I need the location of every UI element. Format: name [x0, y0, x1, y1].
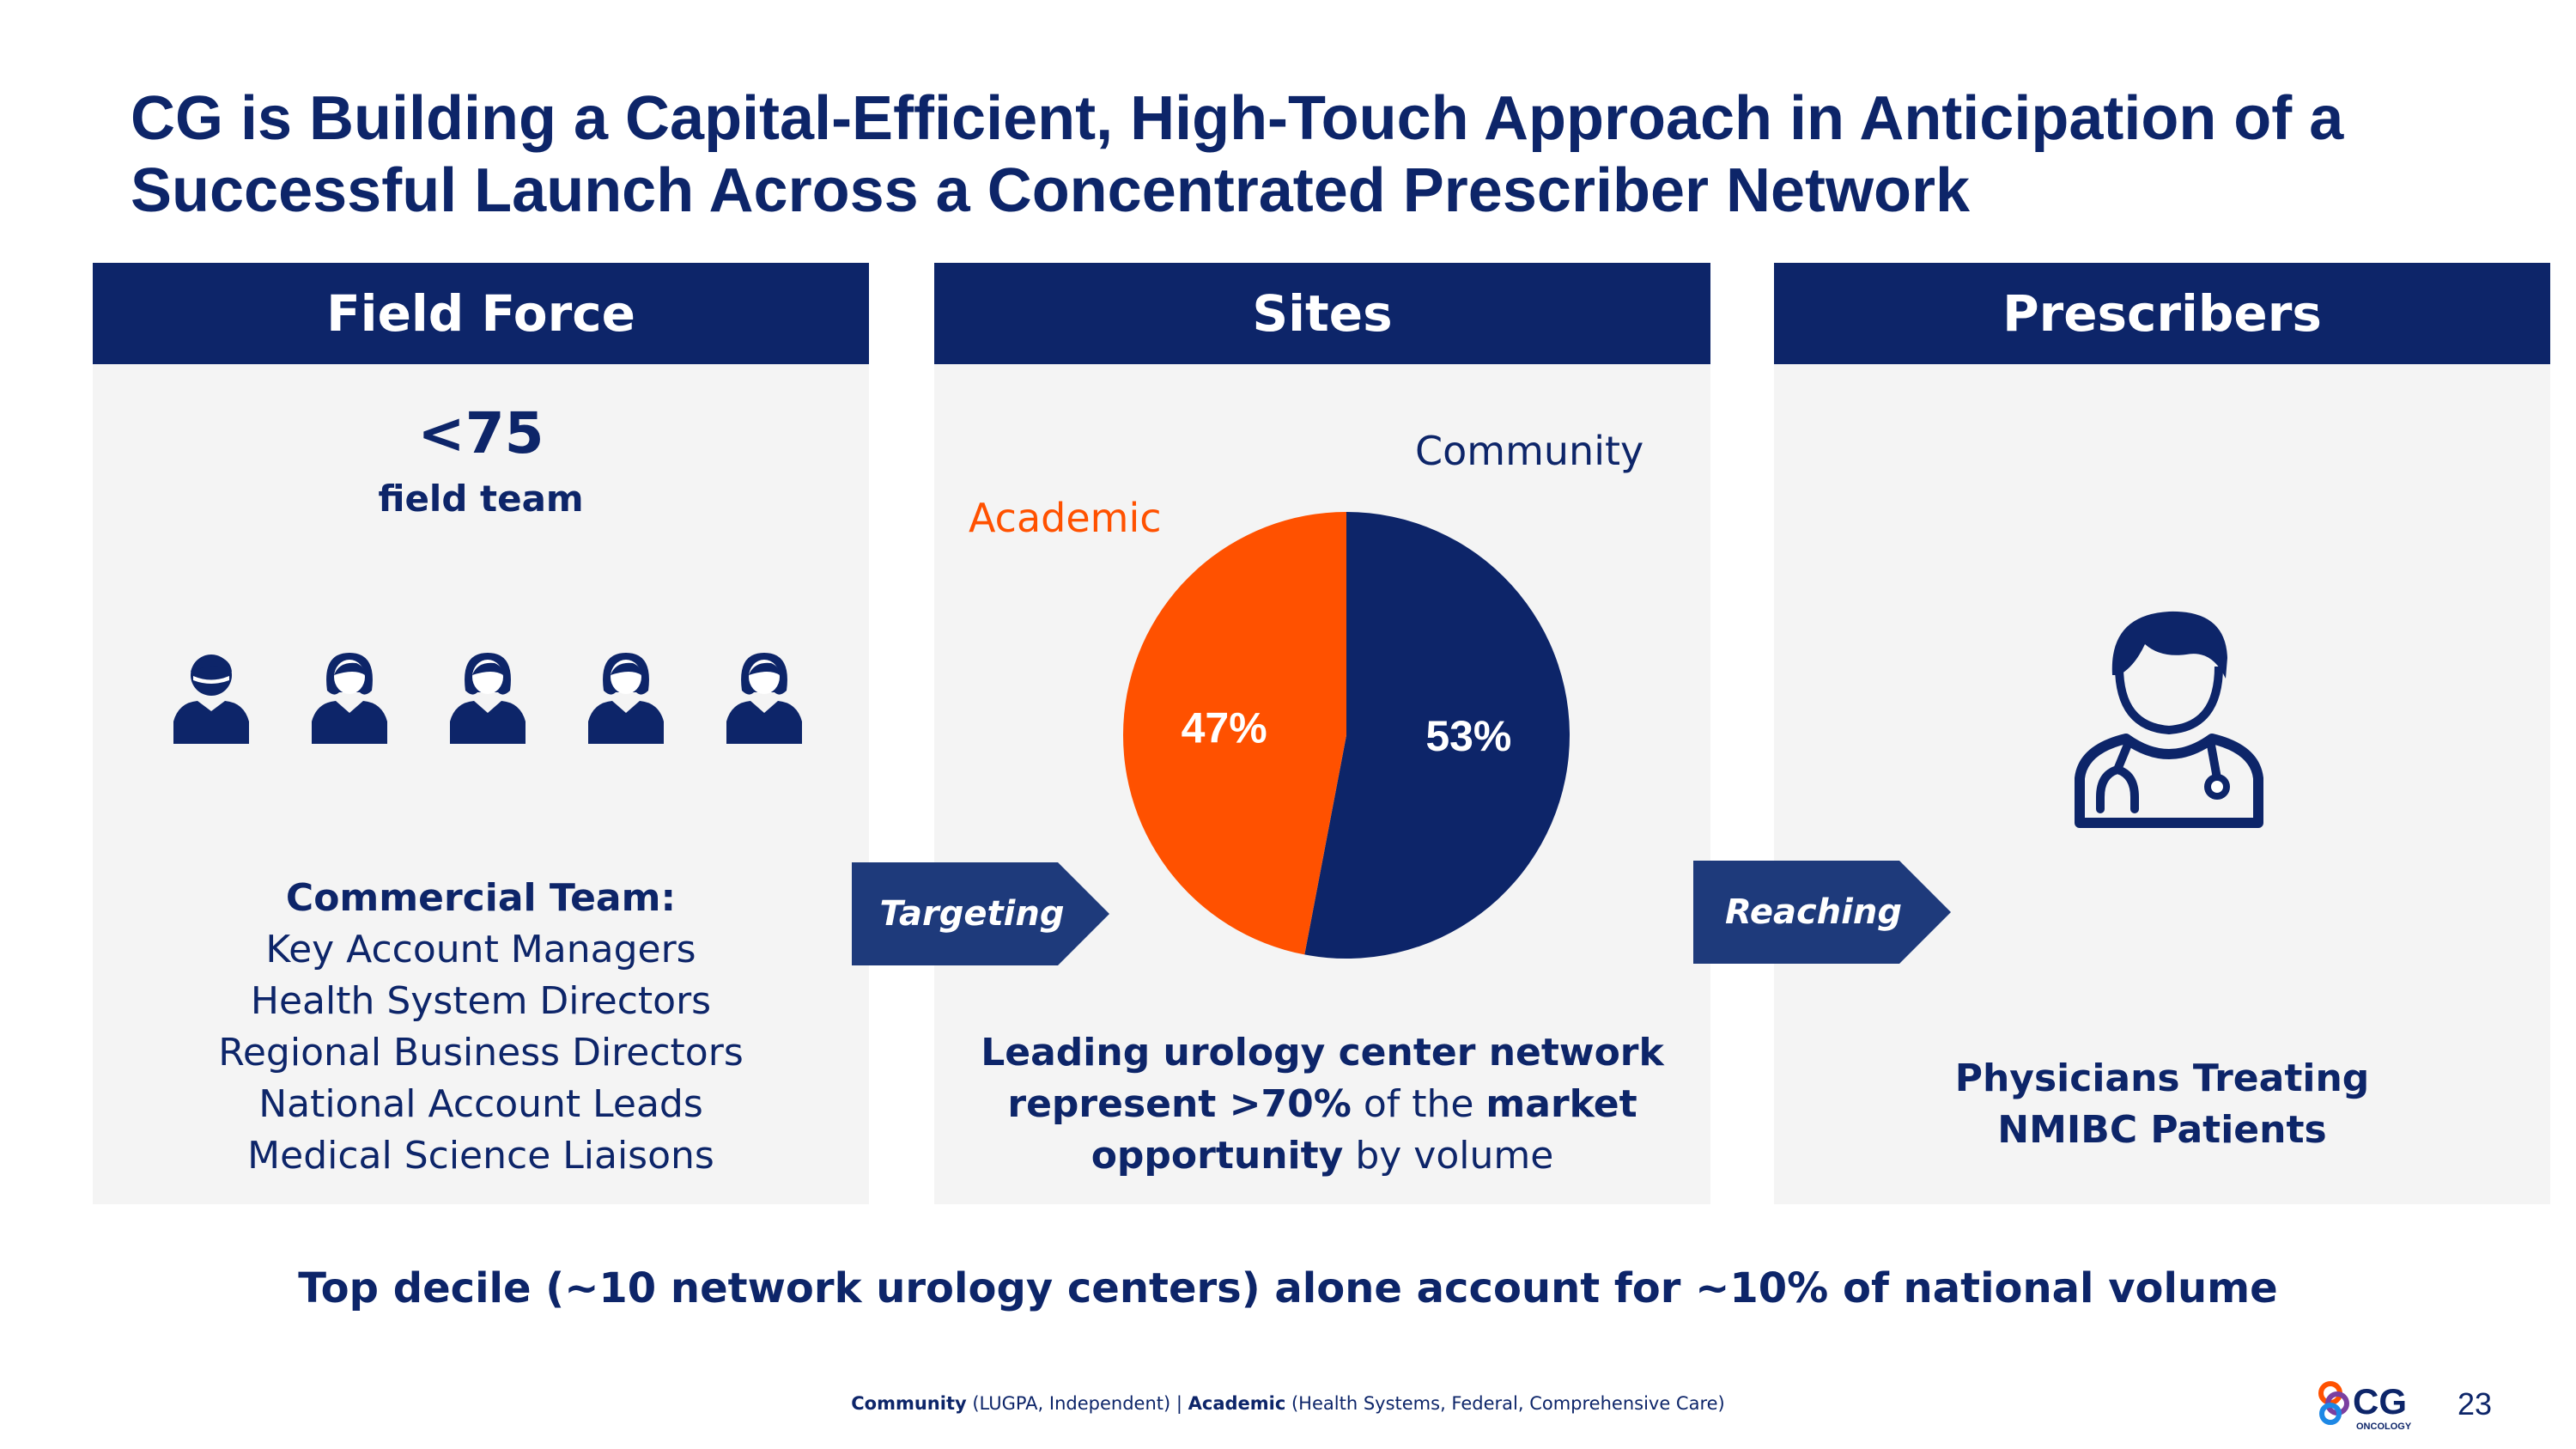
prescribers-line-2: NMIBC Patients [1997, 1108, 2327, 1152]
pie-value-label-academic: 47% [1182, 703, 1267, 752]
targeting-arrow: Targeting [852, 862, 1109, 965]
pie-chart-svg: 53% 47% [1122, 512, 1570, 959]
targeting-label: Targeting [879, 894, 1065, 934]
sites-text-part2: represent >70% [1007, 1082, 1352, 1126]
field-force-panel: Field Force <75 field team [93, 263, 869, 1204]
arrow-shape-icon [1693, 861, 1951, 964]
title-line-1: CG is Building a Capital-Efficient, High… [131, 84, 2344, 153]
prescribers-panel: Prescribers Physicians Treating NMIBC Pa… [1774, 263, 2550, 1204]
role-item: Health System Directors [250, 979, 712, 1023]
role-item: Regional Business Directors [218, 1031, 744, 1075]
prescribers-line-1: Physicians Treating [1954, 1056, 2370, 1100]
arrow-shape-icon [852, 862, 1109, 965]
bottom-note: Top decile (~10 network urology centers)… [298, 1264, 2278, 1312]
sites-text-part1: Leading urology center network [981, 1031, 1664, 1075]
role-item: Key Account Managers [265, 928, 696, 971]
field-team-label: field team [378, 478, 584, 520]
footer-community-label: Community [851, 1393, 967, 1414]
reaching-arrow: Reaching [1693, 861, 1951, 964]
slide-title: CG is Building a Capital-Efficient, High… [131, 82, 2535, 227]
footer-community-detail: (LUGPA, Independent) | [966, 1393, 1188, 1414]
sites-pie-chart: 53% 47% [1089, 478, 1604, 993]
sites-text-part4: market [1485, 1082, 1637, 1126]
reaching-label: Reaching [1725, 892, 1902, 932]
sites-panel: Sites 53% 47% Leading urology center netw… [934, 263, 1710, 1204]
logo-subtext: ONCOLOGY [2356, 1422, 2412, 1432]
footer-academic-detail: (Health Systems, Federal, Comprehensive … [1285, 1393, 1725, 1414]
commercial-team-list: Commercial Team: Key Account Managers He… [93, 873, 869, 1182]
cg-oncology-logo: CG ONCOLOGY [2318, 1374, 2430, 1434]
sites-header: Sites [934, 263, 1710, 364]
field-force-header: Field Force [93, 263, 869, 364]
field-team-count: <75 [417, 400, 544, 466]
pie-value-label-community: 53% [1425, 712, 1511, 760]
sites-text-part6: by volume [1343, 1134, 1554, 1178]
male-person-icon [173, 654, 249, 744]
female-person-icon [312, 653, 387, 744]
title-line-2: Successful Launch Across a Concentrated … [131, 156, 1971, 225]
female-person-icon [450, 653, 526, 744]
page-number: 23 [2458, 1386, 2493, 1422]
pie-slice-community [1304, 512, 1570, 959]
female-person-icon [588, 653, 664, 744]
sites-text-part3: of the [1351, 1082, 1486, 1126]
pie-category-label-community: Community [1415, 428, 1644, 474]
role-item: Medical Science Liaisons [247, 1134, 714, 1178]
prescribers-description: Physicians Treating NMIBC Patients [1774, 1053, 2550, 1156]
field-team-icons [170, 649, 805, 744]
commercial-team-heading: Commercial Team: [285, 876, 677, 920]
pie-category-label-academic: Academic [969, 495, 1162, 541]
sites-text-part5: opportunity [1091, 1134, 1344, 1178]
doctor-stethoscope-icon [2066, 598, 2272, 830]
footer-academic-label: Academic [1188, 1393, 1286, 1414]
role-item: National Account Leads [258, 1082, 703, 1126]
prescribers-header: Prescribers [1774, 263, 2550, 364]
footer-legend: Community (LUGPA, Independent) | Academi… [837, 1393, 1739, 1414]
logo-text: CG [2353, 1381, 2407, 1422]
female-person-icon [726, 653, 802, 744]
pie-slice-academic [1122, 512, 1346, 955]
sites-description: Leading urology center network represent… [934, 1027, 1710, 1182]
